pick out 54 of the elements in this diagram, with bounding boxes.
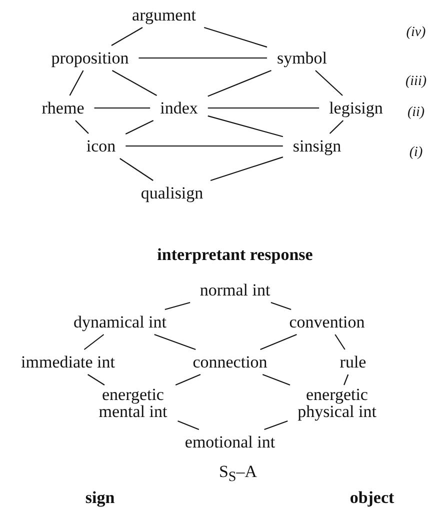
connector-line [125,120,154,134]
term-label: rheme [32,96,94,120]
term-label: argument [122,2,206,28]
term-label: dynamical int [64,310,176,334]
connector-line [204,26,268,48]
connector-line [329,120,344,134]
term-label: connection [182,350,278,374]
connector-line [75,120,89,134]
term-label: index [150,96,208,120]
connector-line [175,374,201,386]
connector-line [112,70,158,96]
term-label: energetic physical int [274,385,400,421]
connector-line [208,70,272,97]
term-label: sinsign [282,134,352,158]
connector-line [264,420,288,430]
connector-line [164,302,190,310]
connector-line [270,302,292,310]
term-label: energetic mental int [83,385,183,421]
connector-line [262,374,290,386]
connector-line [315,70,343,96]
term-label: normal int [190,278,280,302]
connector-line [344,374,349,386]
connector-line [154,334,196,350]
connector-line [208,107,320,109]
heading-label: sign [85,488,115,508]
connector-line [334,334,346,350]
term-label: icon [76,134,126,158]
formula-label: S$_{S}$–A [218,462,258,486]
connector-line [120,158,154,181]
connector-line [84,334,104,350]
connector-line [126,145,283,147]
level-numeral: (ii) [407,105,425,121]
term-label: convention [279,310,375,334]
heading-label: interpretant response [157,245,313,265]
connector-line [210,156,284,182]
term-label: legisign [319,96,393,120]
connector-line [260,334,297,350]
connector-line [111,27,143,46]
heading-label: object [350,488,394,508]
connector-line [94,107,150,109]
term-label: emotional int [174,430,286,454]
term-label: symbol [266,46,338,70]
level-numeral: (iv) [406,25,426,41]
level-numeral: (iii) [406,74,426,90]
term-label: proposition [41,46,139,70]
level-numeral: (i) [409,145,423,161]
term-label: qualisign [130,180,214,206]
connector-line [208,115,284,138]
term-label: rule [330,350,376,374]
connector-line [178,420,200,430]
term-label: immediate int [11,350,125,374]
connector-line [88,374,105,386]
connector-line [69,70,84,96]
connector-line [138,57,267,59]
